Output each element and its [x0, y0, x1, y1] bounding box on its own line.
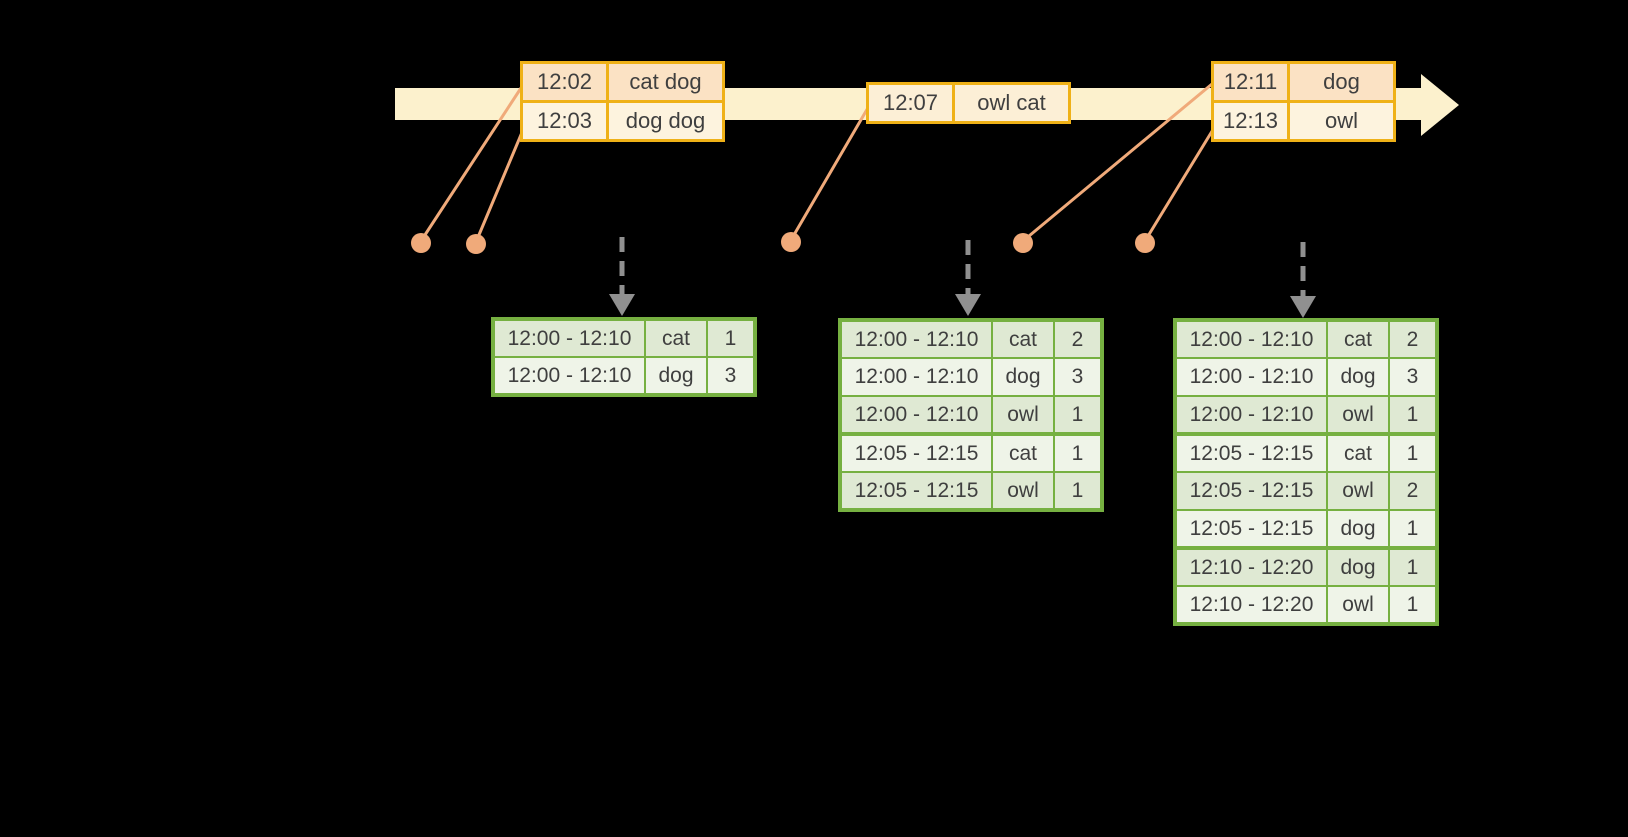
count-cell: 3 [1053, 357, 1103, 397]
event-time-cell: 12:13 [1211, 100, 1290, 142]
window-cell: 12:00 - 12:10 [1174, 319, 1328, 359]
event-row: 12:02 cat dog [520, 61, 725, 103]
word-cell: cat [991, 432, 1055, 473]
event-connector-line [474, 128, 525, 244]
word-cell: dog [1326, 509, 1390, 549]
event-time-cell: 12:07 [866, 82, 955, 124]
trigger-arrow-icon [609, 294, 635, 316]
count-cell: 3 [706, 356, 756, 396]
event-connector-line [789, 104, 871, 242]
word-cell: owl [991, 395, 1055, 435]
count-cell: 2 [1388, 319, 1438, 359]
word-cell: dog [1326, 546, 1390, 587]
event-words-cell: dog [1287, 61, 1396, 103]
event-table-1207: 12:07 owl cat [866, 82, 1071, 124]
event-row: 12:07 owl cat [866, 82, 1071, 124]
count-cell: 1 [1388, 585, 1438, 625]
event-connector-line [419, 86, 523, 243]
event-words-cell: dog dog [606, 100, 725, 142]
event-table-1202: 12:02 cat dog 12:03 dog dog [520, 61, 725, 142]
result-row: 12:00 - 12:10 cat 1 [492, 318, 756, 358]
word-cell: owl [1326, 585, 1390, 625]
event-connector-line [1143, 126, 1216, 243]
event-time-cell: 12:02 [520, 61, 609, 103]
count-cell: 1 [1053, 471, 1103, 511]
window-cell: 12:05 - 12:15 [1174, 509, 1328, 549]
result-row: 12:00 - 12:10 owl 1 [839, 395, 1103, 435]
word-cell: dog [644, 356, 708, 396]
window-cell: 12:00 - 12:10 [1174, 357, 1328, 397]
event-time-cell: 12:03 [520, 100, 609, 142]
result-row: 12:10 - 12:20 owl 1 [1174, 585, 1438, 625]
event-point-icon [466, 234, 486, 254]
word-cell: dog [1326, 357, 1390, 397]
count-cell: 2 [1388, 471, 1438, 511]
timeline-arrow-icon [1421, 74, 1459, 136]
count-cell: 1 [1053, 395, 1103, 435]
event-words-cell: owl [1287, 100, 1396, 142]
result-table-2: 12:00 - 12:10 cat 2 12:00 - 12:10 dog 3 … [838, 318, 1104, 512]
result-row: 12:05 - 12:15 cat 1 [1174, 432, 1438, 473]
window-cell: 12:00 - 12:10 [839, 357, 993, 397]
window-cell: 12:05 - 12:15 [839, 432, 993, 473]
event-points [411, 232, 1155, 254]
result-row: 12:00 - 12:10 dog 3 [1174, 357, 1438, 397]
window-cell: 12:00 - 12:10 [1174, 395, 1328, 435]
window-cell: 12:10 - 12:20 [1174, 546, 1328, 587]
word-cell: owl [1326, 471, 1390, 511]
word-cell: cat [991, 319, 1055, 359]
event-table-1211: 12:11 dog 12:13 owl [1211, 61, 1396, 142]
window-cell: 12:05 - 12:15 [1174, 471, 1328, 511]
count-cell: 3 [1388, 357, 1438, 397]
event-connector-line [1021, 82, 1214, 243]
event-row: 12:11 dog [1211, 61, 1396, 103]
result-table-3: 12:00 - 12:10 cat 2 12:00 - 12:10 dog 3 … [1173, 318, 1439, 626]
window-cell: 12:00 - 12:10 [492, 318, 646, 358]
result-row: 12:00 - 12:10 dog 3 [839, 357, 1103, 397]
result-table-1: 12:00 - 12:10 cat 1 12:00 - 12:10 dog 3 [491, 317, 757, 397]
event-row: 12:03 dog dog [520, 100, 725, 142]
word-cell: dog [991, 357, 1055, 397]
result-row: 12:10 - 12:20 dog 1 [1174, 546, 1438, 587]
result-row: 12:05 - 12:15 owl 2 [1174, 471, 1438, 511]
window-cell: 12:00 - 12:10 [492, 356, 646, 396]
result-row: 12:05 - 12:15 cat 1 [839, 432, 1103, 473]
trigger-arrow-icon [1290, 296, 1316, 318]
word-cell: owl [1326, 395, 1390, 435]
event-words-cell: owl cat [952, 82, 1071, 124]
word-cell: owl [991, 471, 1055, 511]
event-point-icon [781, 232, 801, 252]
word-cell: cat [1326, 432, 1390, 473]
window-cell: 12:00 - 12:10 [839, 319, 993, 359]
window-cell: 12:10 - 12:20 [1174, 585, 1328, 625]
result-row: 12:00 - 12:10 cat 2 [1174, 319, 1438, 359]
event-point-icon [1013, 233, 1033, 253]
count-cell: 1 [1053, 432, 1103, 473]
result-row: 12:00 - 12:10 owl 1 [1174, 395, 1438, 435]
count-cell: 1 [1388, 546, 1438, 587]
result-row: 12:00 - 12:10 dog 3 [492, 356, 756, 396]
count-cell: 2 [1053, 319, 1103, 359]
event-connector-lines [419, 82, 1216, 244]
result-row: 12:05 - 12:15 owl 1 [839, 471, 1103, 511]
result-row: 12:00 - 12:10 cat 2 [839, 319, 1103, 359]
word-cell: cat [644, 318, 708, 358]
count-cell: 1 [1388, 432, 1438, 473]
count-cell: 1 [1388, 395, 1438, 435]
count-cell: 1 [1388, 509, 1438, 549]
count-cell: 1 [706, 318, 756, 358]
window-cell: 12:05 - 12:15 [1174, 432, 1328, 473]
trigger-arrow-icon [955, 294, 981, 316]
event-words-cell: cat dog [606, 61, 725, 103]
window-cell: 12:00 - 12:10 [839, 395, 993, 435]
trigger-arrows [609, 237, 1316, 318]
result-row: 12:05 - 12:15 dog 1 [1174, 509, 1438, 549]
event-point-icon [1135, 233, 1155, 253]
event-row: 12:13 owl [1211, 100, 1396, 142]
word-cell: cat [1326, 319, 1390, 359]
event-time-cell: 12:11 [1211, 61, 1290, 103]
event-point-icon [411, 233, 431, 253]
window-cell: 12:05 - 12:15 [839, 471, 993, 511]
